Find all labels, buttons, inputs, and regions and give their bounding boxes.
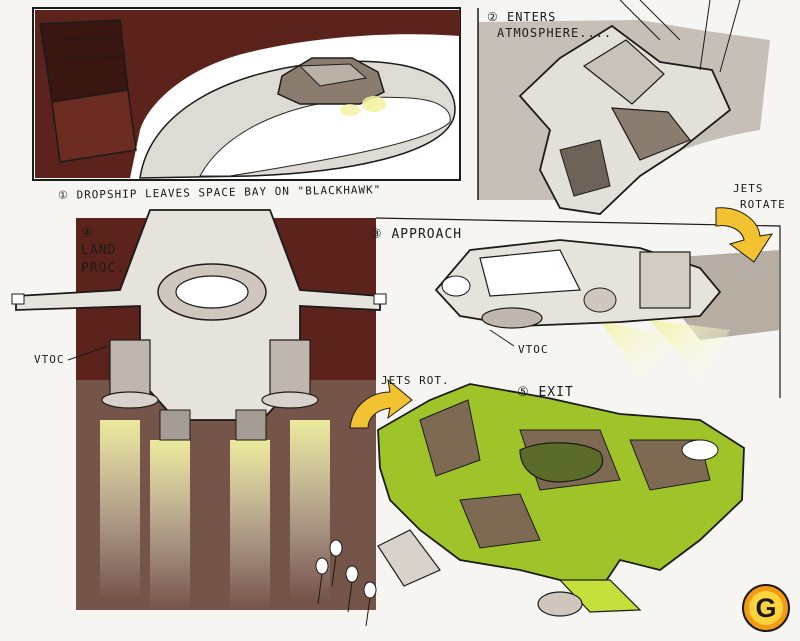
panel-2-caption-line-2: ATMOSPHERE.... (497, 26, 613, 40)
jets-rotate-label-line-2: ROTATE (740, 198, 786, 211)
panel-5-caption: ⑤ EXIT (517, 385, 574, 400)
panel-2-caption-line-1: ② ENTERS (487, 10, 557, 24)
vtoc-left-label: VTOC (34, 353, 65, 366)
jets-rot-label: JETS ROT. (381, 374, 450, 387)
jets-rot-arrow-icon (349, 378, 413, 429)
vtoc-right-label: VTOC (518, 343, 549, 356)
dropship-front-view (11, 209, 387, 441)
troopers-sketch (315, 539, 377, 627)
panel-4-caption-line-1: LAND (81, 243, 117, 258)
dropship-side-view (434, 239, 722, 329)
panel-3-caption: ③ APPROACH (370, 227, 463, 242)
dropship-camo (377, 383, 745, 617)
jets-rotate-arrow-icon (715, 207, 774, 263)
dropship-diving (518, 0, 741, 215)
panel-3-approach (375, 207, 781, 398)
gamespot-logo (742, 584, 790, 632)
jets-rotate-label-line-1: JETS (733, 182, 764, 195)
panel-4-caption-line-2: PROC. (81, 261, 126, 276)
panel-4-number: ④ (81, 226, 94, 241)
panel-1-space-bay (32, 7, 461, 181)
logo-letter: G (755, 593, 777, 623)
dropship-small (277, 57, 386, 116)
panel-2-atmosphere (477, 0, 770, 215)
panel-5-exit (315, 378, 745, 627)
